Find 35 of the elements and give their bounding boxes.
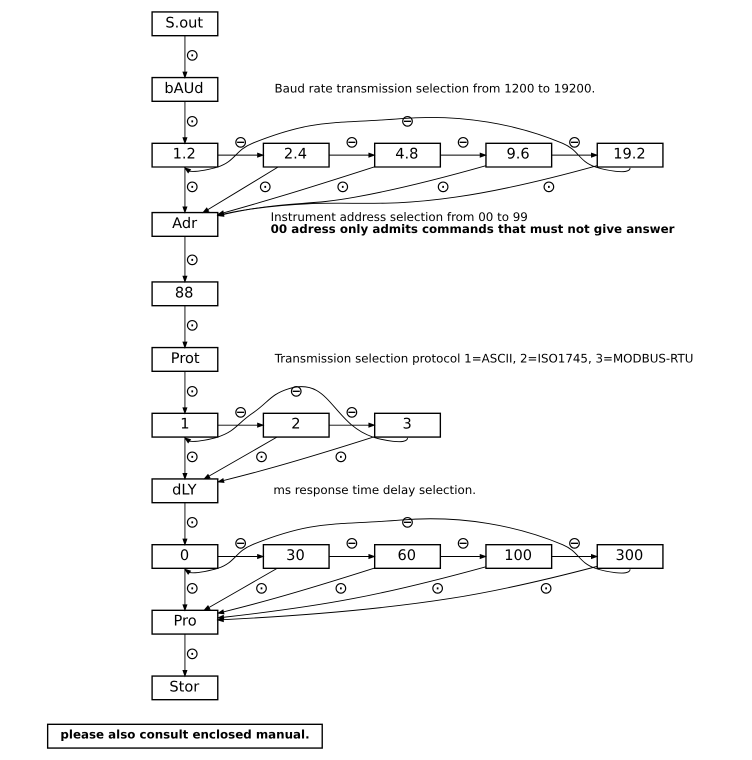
label: Transmission selection protocol 1=ASCII, 2=ISO1745, 3=MODBUS-RTU (274, 352, 693, 366)
edge-label: ⊙ (254, 578, 268, 598)
edge-label: ⊖ (344, 402, 358, 422)
edge-label: ⊙ (258, 176, 272, 196)
edge-label: ⊙ (542, 176, 556, 196)
edge-label: ⊙ (334, 447, 348, 466)
edge-label: ⊖ (456, 534, 470, 553)
edge-label: ⊖ (456, 132, 470, 152)
edge-label: ⊙ (184, 250, 199, 269)
edge-label: ⊖ (567, 132, 581, 152)
edge-label: ⊙ (184, 111, 199, 130)
label: ms response time delay selection. (272, 482, 476, 497)
edge-label: ⊙ (334, 578, 348, 598)
edge-label: ⊙ (184, 381, 199, 400)
edge-label: ⊙ (184, 644, 199, 664)
edge-label: ⊖ (233, 402, 247, 422)
edge-label: ⊙ (184, 512, 199, 532)
edge-label: ⊙ (335, 176, 350, 196)
edge-label: ⊙ (538, 578, 553, 598)
edge-label: ⊖ (233, 132, 247, 152)
edge-label: ⊖ (567, 534, 581, 553)
node-label: 00 adress only admits commands that must not give answer (270, 222, 674, 236)
label: Baud rate transmission selection from 1200 to 19200. (274, 82, 595, 96)
edge-label: ⊙ (254, 447, 268, 466)
edge-label: ⊙ (184, 176, 199, 196)
edge-label: ⊖ (344, 534, 358, 553)
edge-label: ⊙ (184, 316, 199, 335)
edge-label: ⊖ (344, 132, 358, 152)
edge-label: ⊙ (184, 447, 199, 466)
edge-label: ⊙ (184, 578, 199, 598)
node-label: Instrument address selection from 00 to 99 (270, 210, 528, 224)
edge-label: ⊖ (233, 534, 247, 553)
edge-label: ⊙ (430, 578, 444, 598)
edge-label: ⊙ (184, 46, 199, 65)
edge-label: ⊙ (436, 176, 450, 196)
